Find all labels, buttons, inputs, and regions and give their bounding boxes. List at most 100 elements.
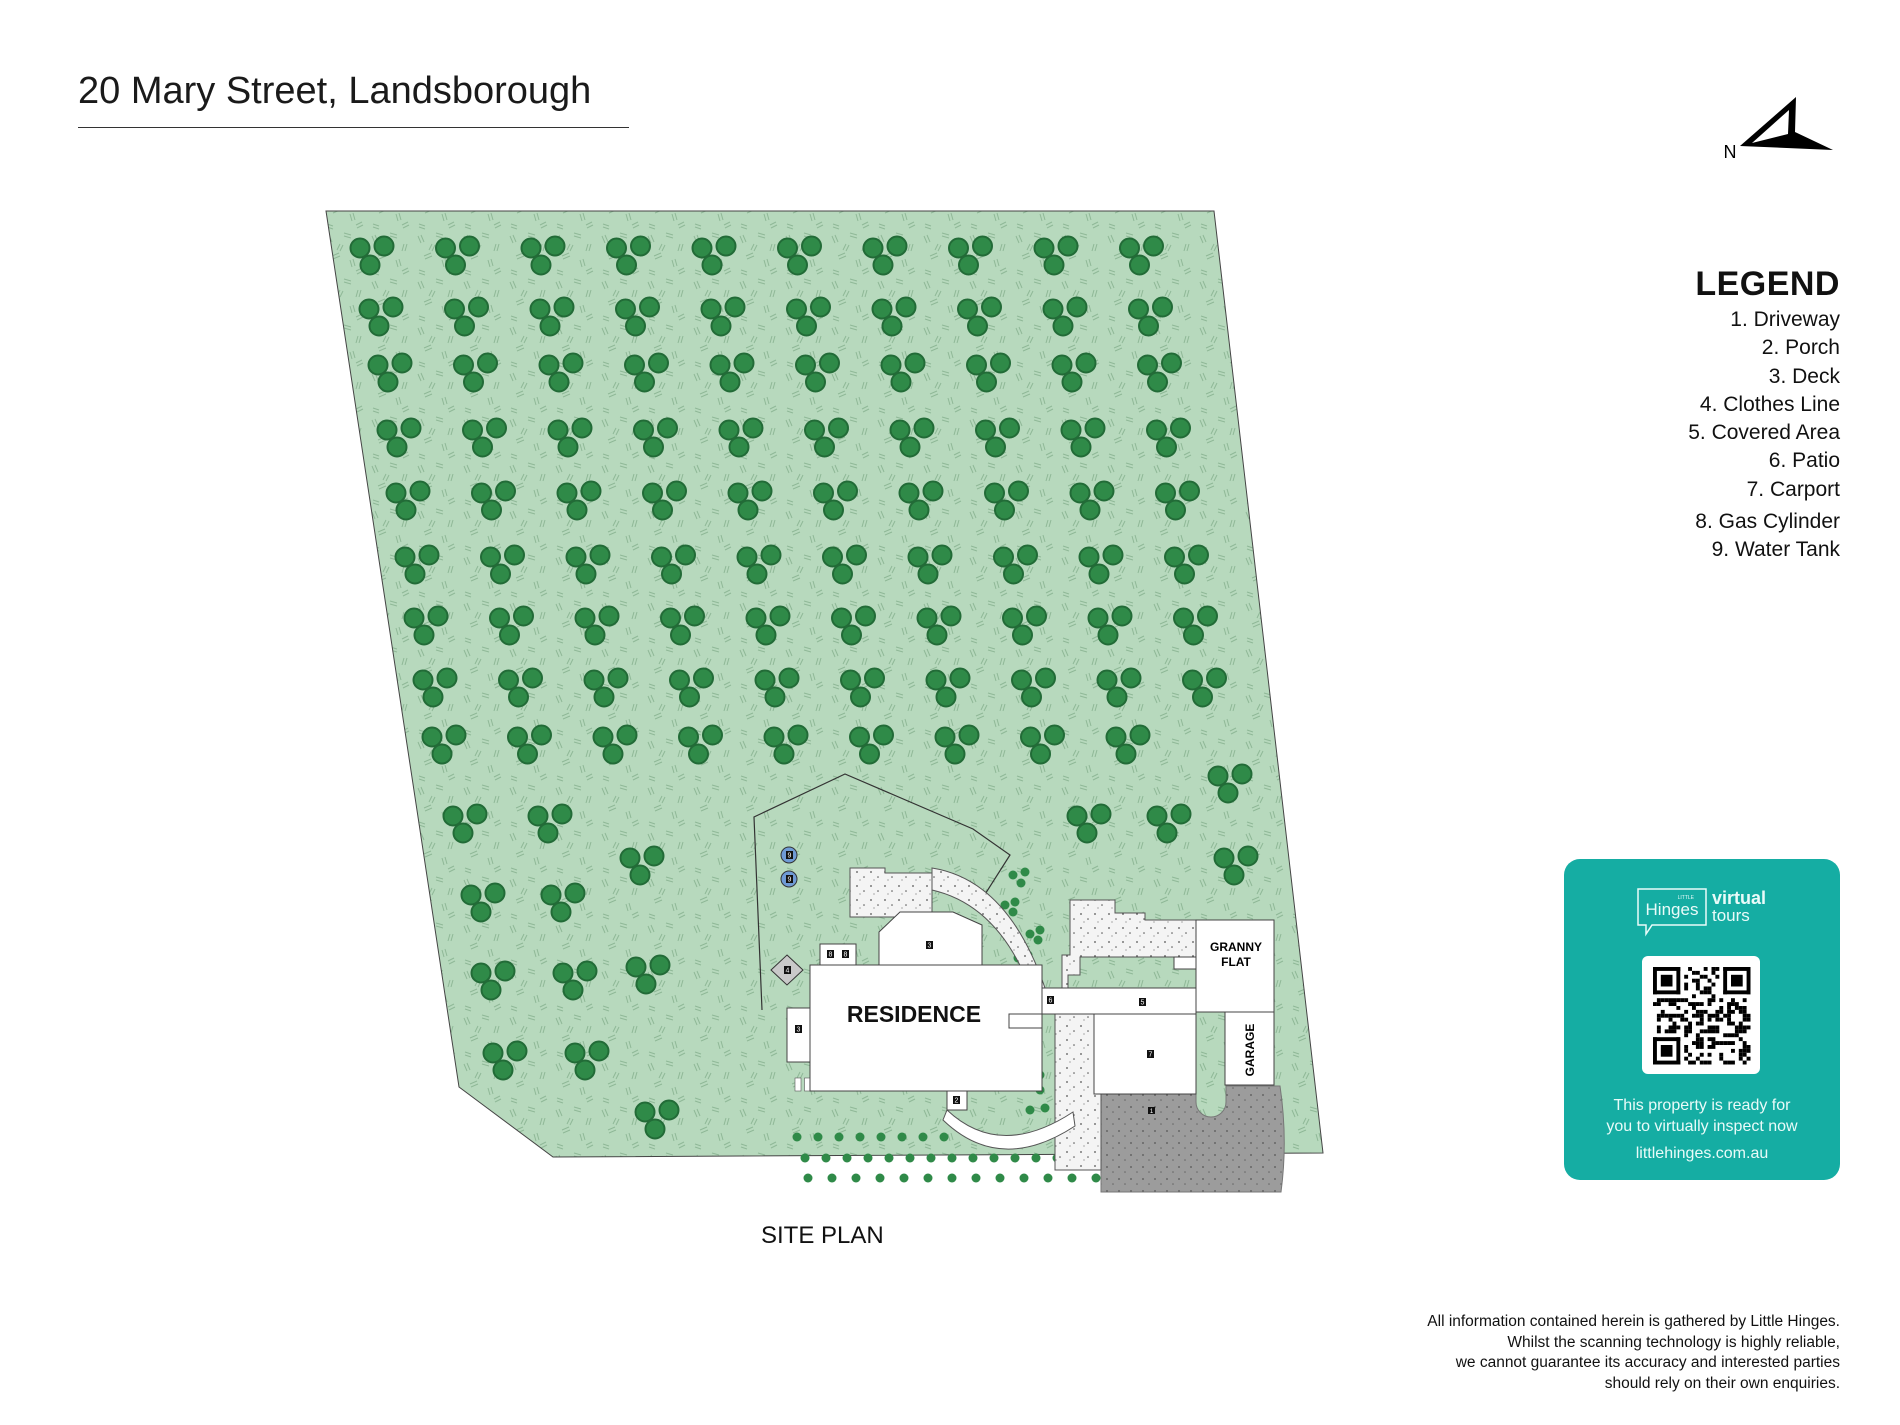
- qr-module: [1699, 1009, 1704, 1014]
- qr-module: [1692, 1060, 1696, 1065]
- tree-icon: [551, 803, 573, 825]
- tree-cluster: [385, 480, 431, 521]
- legend-item: 1. Driveway: [1730, 308, 1840, 331]
- disclaimer-line: we cannot guarantee its accuracy and int…: [1455, 1354, 1840, 1371]
- qr-module: [1684, 998, 1689, 1003]
- qr-module: [1699, 1002, 1704, 1006]
- qr-code[interactable]: [1642, 956, 1760, 1074]
- shrub-icon: [1035, 925, 1045, 935]
- tree-cluster: [1182, 667, 1227, 708]
- qr-module: [1684, 1056, 1689, 1061]
- qr-module: [1695, 978, 1700, 983]
- tree-icon: [972, 235, 993, 257]
- qr-module: [1699, 1045, 1704, 1049]
- tree-icon: [460, 884, 482, 906]
- tree-cluster: [1087, 605, 1133, 646]
- qr-module: [1746, 1056, 1751, 1061]
- svg-text:5: 5: [1141, 1000, 1145, 1007]
- title-underline: [78, 127, 629, 128]
- deck-west: [786, 1007, 811, 1063]
- tree-icon: [796, 315, 817, 337]
- card-url-link[interactable]: littlehinges.com.au: [1635, 1145, 1769, 1162]
- qr-module: [1656, 1002, 1661, 1006]
- tree-icon: [944, 743, 966, 765]
- qr-module: [1695, 1013, 1700, 1018]
- tree-icon: [1146, 805, 1168, 827]
- tree-icon: [754, 669, 776, 691]
- qr-module: [1711, 1029, 1716, 1034]
- tree-cluster: [564, 1040, 610, 1081]
- tree-icon: [904, 352, 926, 374]
- qr-module: [1715, 1017, 1720, 1022]
- tree-icon: [873, 724, 894, 746]
- tree-icon: [583, 669, 605, 691]
- shrub-icon: [1000, 900, 1010, 910]
- tree-cluster: [529, 296, 575, 337]
- virtual-tour-card[interactable]: LITTLE Hinges virtual tours This propert…: [1564, 859, 1840, 1180]
- tree-cluster: [669, 667, 714, 708]
- tree-icon: [564, 882, 586, 904]
- qr-module: [1680, 1013, 1685, 1018]
- shrub-icon: [923, 1173, 933, 1183]
- tree-icon: [529, 298, 551, 320]
- qr-module: [1727, 1017, 1731, 1022]
- tree-icon: [634, 371, 655, 393]
- tree-icon: [368, 315, 390, 337]
- tree-cluster: [507, 724, 552, 765]
- tree-icon: [1165, 499, 1186, 521]
- tree-cluster: [349, 235, 395, 276]
- qr-module: [1695, 1033, 1700, 1038]
- tree-cluster: [804, 417, 849, 458]
- tree-icon: [616, 724, 638, 746]
- tree-icon: [436, 667, 458, 689]
- tree-icon: [619, 847, 641, 869]
- tree-icon: [427, 605, 449, 627]
- qr-module: [1676, 1037, 1681, 1065]
- tree-icon: [592, 726, 614, 748]
- qr-module: [1692, 970, 1696, 975]
- qr-module: [1699, 1041, 1704, 1045]
- tree-icon: [661, 563, 682, 585]
- tree-icon: [899, 436, 921, 458]
- tree-icon: [480, 546, 501, 568]
- tree-icon: [1044, 724, 1065, 746]
- tree-icon: [625, 315, 646, 337]
- shrub-icon: [1016, 878, 1026, 888]
- tree-cluster: [482, 1040, 528, 1081]
- tree-icon: [1066, 296, 1088, 318]
- shrub-icon: [1040, 1103, 1050, 1113]
- qr-module: [1699, 1052, 1704, 1057]
- tree-icon: [742, 417, 764, 439]
- tree-icon: [508, 686, 529, 708]
- qr-module: [1738, 1052, 1743, 1057]
- stepping-stone: [794, 1077, 802, 1092]
- tree-icon: [544, 235, 566, 257]
- granny-flat-label: FLAT: [1221, 955, 1251, 969]
- plan-markers: 3 3 2 4 5 6 7 8 8 9 9: [784, 851, 1154, 1105]
- qr-module: [1695, 970, 1700, 975]
- qr-module: [1692, 978, 1696, 983]
- tree-cluster: [444, 296, 489, 337]
- shrub-icon: [947, 1153, 957, 1163]
- tree-icon: [1042, 298, 1064, 320]
- tree-cluster: [727, 480, 773, 521]
- tree-icon: [958, 254, 979, 276]
- tree-cluster: [1128, 296, 1173, 337]
- legend-heading: LEGEND: [1695, 265, 1840, 303]
- tree-icon: [575, 563, 597, 585]
- qr-module: [1656, 1013, 1661, 1018]
- qr-module: [1707, 1017, 1712, 1022]
- qr-module: [1692, 994, 1696, 999]
- tree-icon: [981, 296, 1002, 318]
- qr-module: [1653, 1002, 1657, 1006]
- tree-cluster: [916, 605, 962, 646]
- qr-module: [1699, 990, 1704, 995]
- tree-cluster: [993, 544, 1038, 585]
- qr-module: [1680, 998, 1685, 1003]
- tree-icon: [630, 235, 651, 257]
- qr-module: [1688, 1021, 1692, 1026]
- tree-icon: [635, 973, 657, 995]
- tree-icon: [1173, 607, 1194, 629]
- tree-cluster: [822, 544, 867, 585]
- qr-module: [1707, 990, 1712, 995]
